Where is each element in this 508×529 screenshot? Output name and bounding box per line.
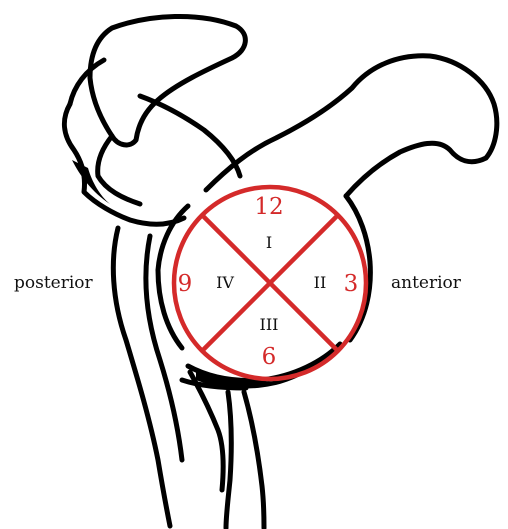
acromion-outline	[90, 16, 245, 144]
posterior-label: posterior	[14, 273, 94, 293]
clock-6-label: 6	[262, 344, 277, 370]
coracoid-base-outline	[140, 96, 240, 176]
coracoid-outline	[206, 56, 497, 196]
clock-12-label: 12	[254, 194, 283, 220]
quadrant-ii-label: II	[314, 273, 327, 292]
lower-body-outline	[226, 392, 231, 528]
spine-base-outline	[98, 136, 140, 204]
quadrant-iii-label: III	[260, 315, 279, 334]
quadrant-i-label: I	[266, 233, 272, 252]
scapular-body-outline	[113, 228, 170, 526]
medial-tip-outline	[244, 392, 264, 528]
scapular-spine-outline	[64, 104, 184, 224]
anterior-label: anterior	[391, 273, 462, 293]
clock-9-label: 9	[178, 271, 193, 297]
acromion-inner-edge	[70, 60, 104, 104]
clock-3-label: 3	[344, 271, 359, 297]
infraglenoid-outline	[190, 372, 223, 490]
quadrant-iv-label: IV	[216, 273, 234, 292]
